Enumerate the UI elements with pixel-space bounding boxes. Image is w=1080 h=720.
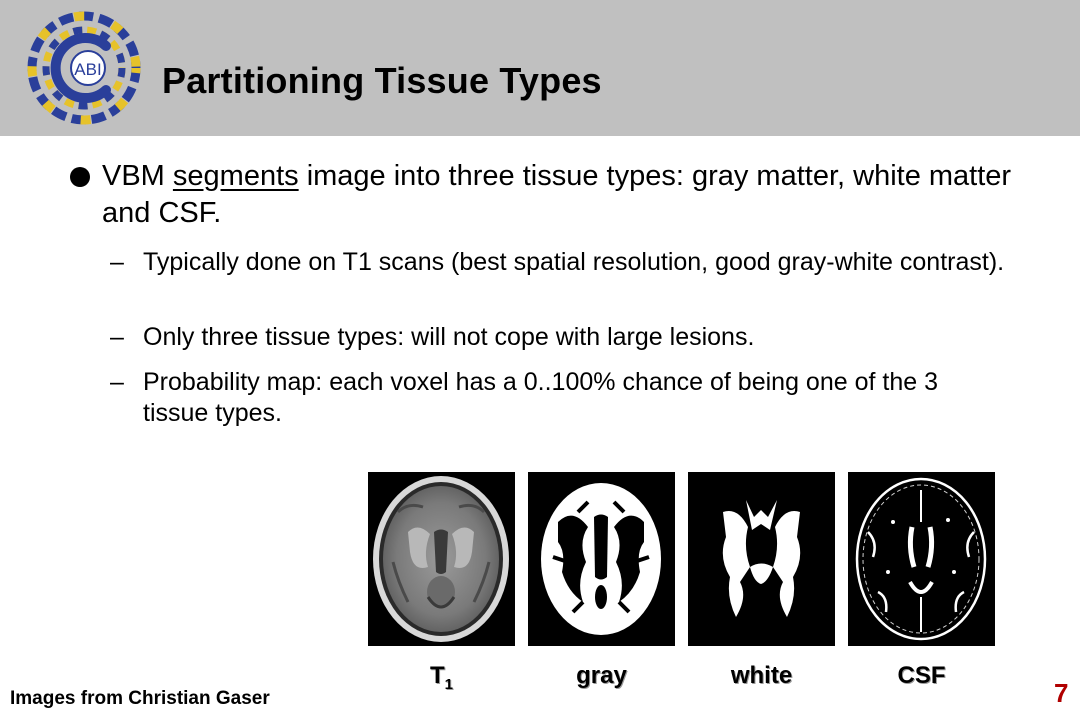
dash-marker: – [110,368,124,396]
gray-matter-image [528,472,675,646]
cabi-logo: ABI [24,8,144,128]
sub-bullet-text: Only three tissue types: will not cope w… [143,323,755,351]
bullet-text-after: image into three tissue types: gray matt… [102,160,1012,229]
caption-t1-subscript: 1 [444,675,453,693]
main-bullet-text: VBM segments image into three tissue typ… [102,158,1030,232]
slide-title: Partitioning Tissue Types [162,60,602,101]
page-number: 7 [1054,678,1069,708]
white-matter-image [688,472,835,646]
caption-t1: T1 [368,662,515,693]
t1-brain-image [368,472,515,646]
caption-csf: CSF [897,662,946,689]
csf-image [848,472,995,646]
logo-text: ABI [74,60,101,79]
sub-bullet-text: Probability map: each voxel has a 0..100… [143,368,938,427]
sub-bullet: – Probability map: each voxel has a 0..1… [110,367,1010,429]
bullet-emphasis: segments [172,160,299,192]
caption-t1-text: T [429,662,445,689]
caption-white: white [730,662,793,689]
sub-bullet-text: Typically done on T1 scans (best spatial… [143,248,1005,276]
bullet-dot-icon [70,167,90,187]
sub-bullet: – Typically done on T1 scans (best spati… [110,247,1010,278]
bullet-text-before: VBM [102,160,173,192]
dash-marker: – [110,248,124,276]
caption-gray: gray [576,662,627,689]
sub-bullet: – Only three tissue types: will not cope… [110,322,1010,353]
dash-marker: – [110,323,124,351]
image-credit: Images from Christian Gaser [10,688,270,709]
main-bullet: VBM segments image into three tissue typ… [70,158,1030,232]
title-bar: ABI Partitioning Tissue Types [0,0,1080,136]
